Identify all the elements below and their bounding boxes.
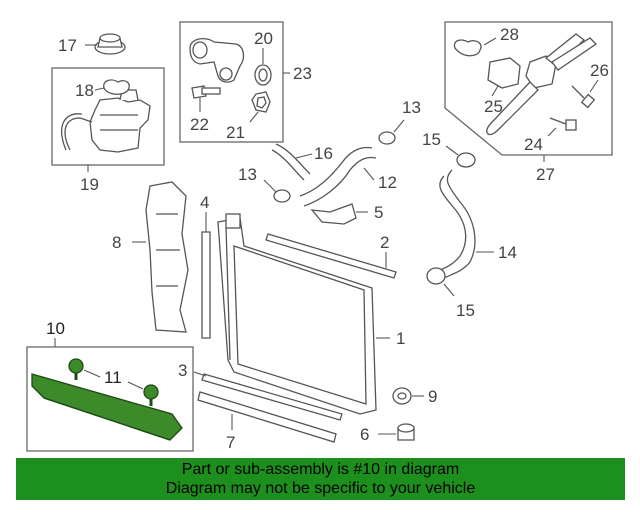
banner-line-2: Diagram may not be specific to your vehi… (165, 480, 476, 497)
part-11-clip-lower[interactable] (127, 381, 159, 406)
callout-14: 14 (498, 243, 517, 262)
part-6-drain[interactable] (378, 423, 415, 441)
part-4-seal[interactable] (201, 212, 211, 339)
callout-12: 12 (378, 173, 397, 192)
part-12-hose[interactable] (299, 146, 377, 207)
box-17 (51, 67, 165, 166)
callout-22: 21 (226, 123, 245, 142)
callout-26: 24 (524, 135, 543, 154)
callout-15a: 15 (422, 130, 441, 149)
callout-25: 25 (484, 97, 503, 116)
part-23-bolt[interactable] (191, 85, 221, 112)
banner-line-1: Part or sub-assembly is #10 in diagram (181, 461, 460, 478)
part-13-clamp-lower[interactable] (263, 179, 291, 203)
callout-8: 8 (112, 233, 121, 252)
part-16-hose[interactable] (271, 143, 313, 181)
part-1-radiator[interactable] (217, 213, 377, 415)
part-17-reservoir[interactable] (61, 89, 151, 153)
callout-13a: 13 (402, 98, 421, 117)
callout-16: 16 (314, 144, 333, 163)
callout-9: 9 (428, 387, 437, 406)
callout-21: 20 (254, 29, 273, 48)
callout-24: 27 (536, 165, 555, 184)
callout-7: 7 (226, 433, 235, 452)
box-24 (444, 21, 613, 156)
part-24-housing[interactable] (486, 33, 598, 136)
part-15-clamp-upper[interactable] (445, 145, 476, 168)
part-13-clamp-upper[interactable] (378, 119, 405, 145)
part-28-gasket[interactable] (453, 37, 497, 57)
callout-28: 28 (500, 25, 519, 44)
callout-2: 2 (380, 233, 389, 252)
box-10 (26, 346, 194, 452)
callout-15b: 15 (456, 301, 475, 320)
part-18-gasket[interactable] (94, 79, 130, 95)
part-5-bracket[interactable] (310, 203, 368, 225)
part-20-outlet[interactable] (189, 37, 245, 83)
callout-3: 3 (178, 361, 187, 380)
part-9-plug[interactable] (392, 387, 424, 405)
callout-10: 10 (46, 319, 65, 338)
callout-6: 6 (360, 425, 369, 444)
part-26-bolt[interactable] (547, 117, 577, 137)
callout-1: 1 (396, 329, 405, 348)
part-7-seal[interactable] (197, 391, 337, 443)
callout-17: 19 (80, 175, 99, 194)
part-10-deflector[interactable] (31, 373, 183, 441)
part-19-cap[interactable] (85, 33, 126, 55)
part-14-hose[interactable] (435, 169, 494, 279)
callout-23: 22 (190, 115, 209, 134)
callout-20: 23 (293, 64, 312, 83)
callout-5: 5 (374, 203, 383, 222)
callout-11: 11 (104, 368, 122, 387)
part-25-gasket[interactable] (487, 57, 521, 97)
part-21-o-ring[interactable] (254, 48, 272, 86)
part-15-clamp-lower[interactable] (426, 267, 455, 297)
part-22-gasket[interactable] (249, 91, 271, 123)
callout-13b: 13 (238, 165, 257, 184)
box-20 (179, 21, 284, 143)
part-2-seal[interactable] (265, 233, 397, 279)
callout-4: 4 (200, 193, 209, 212)
part-27-bolt[interactable] (571, 79, 599, 109)
part-3-seal[interactable] (193, 371, 343, 421)
part-8-shroud[interactable] (132, 181, 189, 333)
callout-27: 26 (590, 61, 609, 80)
fitment-banner: Part or sub-assembly is #10 in diagram D… (16, 458, 625, 500)
callout-19: 17 (58, 36, 77, 55)
part-11-clip-upper[interactable] (68, 358, 101, 380)
callout-18: 18 (75, 81, 94, 100)
